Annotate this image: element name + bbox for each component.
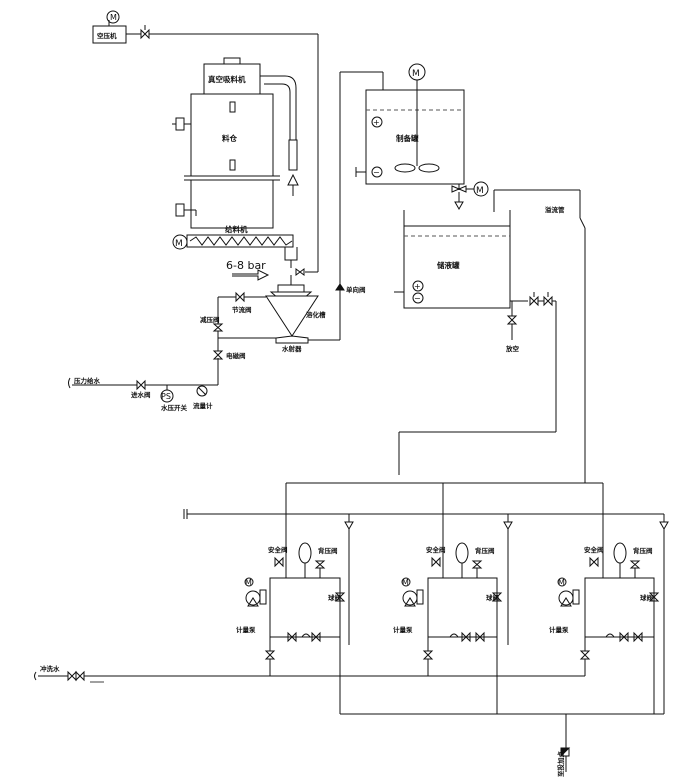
high-level-icon: + [373,118,380,127]
pump-2-strainer-valve-icon [475,631,485,643]
level-switch-icon [175,203,197,217]
pump-2-suction-valve-icon [422,650,434,660]
mixing-tank-label: 溶化槽 [306,310,326,319]
overflow-pipe-label: 溢流管 [545,205,565,214]
ball-valve-label: 球阀 [640,593,654,602]
inlet-valve-icon [136,379,146,391]
storage-tank-label: 储液罐 [437,260,460,270]
pump-3-flush-valve-icon [619,631,629,643]
air-flow-arrow-icon [232,269,270,281]
mixing-tank: 溶化槽 水射器 [265,275,326,353]
prep-tank-label: 制备罐 [396,133,419,143]
solenoid-valve-icon [212,350,224,360]
inlet-valve-label: 进水阀 [131,390,151,399]
storage-tank: 储液罐 + − [394,210,511,309]
silo-label: 料仓 [222,133,237,143]
safety-valve-icon [431,556,441,568]
pump-1-flush-valve-icon [287,631,297,643]
transfer-valve-icon [451,185,467,193]
back-pressure-valve-icon [629,560,641,569]
storage-low-level-icon: − [414,294,421,303]
pump-1-strainer-valve-icon [311,631,321,643]
ejector-outlet-line: 单向阀 [308,71,384,341]
regulating-valve-icon [235,291,245,303]
metering-pump-label: 计量泵 [549,625,569,634]
outlet-valve-icon [529,295,539,307]
ball-valve-label: 球阀 [486,593,500,602]
storage-outlet: 放空 [505,292,557,432]
air-compressor: 空压机 M [92,10,127,44]
back-pressure-valve-icon [314,560,326,569]
air-compressor-label: 空压机 [97,31,117,40]
ball-valve-1-icon [334,592,346,602]
pump-3-suction-valve-icon [579,650,591,660]
air-inlet-valve-icon [295,268,305,276]
solenoid-valve-label: 电磁阀 [226,351,246,360]
discharge-header: 至投加点 [340,713,664,778]
screw-feeder-motor-icon: M [175,239,183,249]
dilution-water-label: 冲洗水 [40,664,60,673]
ball-valve-label: 球阀 [328,593,342,602]
back-pressure-valve-label: 背压阀 [318,546,338,555]
supply-header [285,431,604,565]
back-pressure-valve-icon [471,560,483,569]
dilution-water-line: 冲洗水 [34,664,585,683]
pump-2-flush-valve-icon [461,631,471,643]
water-ejector-label: 水射器 [282,344,302,353]
storage-high-level-icon: + [414,282,421,291]
pressure-water-line: 压力给水 进水阀 PS 水压开关 流量计 电磁阀 减压阀 节流阀 [68,291,276,412]
screw-conveyor-icon [189,236,293,246]
air-valve-icon [140,28,150,40]
back-pressure-valve-label: 背压阀 [475,546,495,555]
regulating-valve-label: 节流阀 [232,305,252,314]
prep-tank: M 制备罐 + − [355,63,465,185]
pump-2-motor-icon: M [402,578,409,587]
pump-unit-2: 安全阀 背压阀 球阀 M 计量泵 [393,542,503,714]
flow-meter-label: 流量计 [193,401,213,410]
metering-pump-label: 计量泵 [236,625,256,634]
pressure-switch-icon: PS [161,392,171,401]
dosing-point-label: 至投加点 [556,751,565,778]
metering-pump-label: 计量泵 [393,625,413,634]
pump-1-motor-icon: M [245,578,252,587]
check-valve-label: 单向阀 [346,285,366,294]
pump-unit-3: 安全阀 背压阀 球阀 M 计量泵 [549,542,660,714]
low-level-icon: − [373,168,380,177]
feeder-assembly: 真空吸料机 料仓 给料机 M [172,57,299,268]
drain-label: 放空 [505,344,520,353]
pump-unit-1: 安全阀 背压阀 球阀 M 计量泵 [236,542,346,714]
safety-valve-label: 安全阀 [268,545,288,554]
pressure-label: 6-8 bar [226,259,266,272]
vacuum-feeder-label: 真空吸料机 [208,74,246,84]
pressure-reducing-valve-icon [212,323,224,332]
safety-valve-label: 安全阀 [426,545,446,554]
pressure-water-label: 压力给水 [74,376,101,385]
safety-valve-label: 安全阀 [584,545,604,554]
pressure-reducing-valve-label: 减压阀 [200,315,220,324]
transfer-line: M [451,181,489,211]
air-line [126,25,319,276]
agitator-motor-icon: M [412,69,420,79]
back-pressure-valve-label: 背压阀 [633,546,653,555]
ball-valve-2-icon [491,592,503,602]
overflow-line: 溢流管 [493,189,586,482]
air-compressor-motor-icon: M [110,13,117,22]
pump-3-motor-icon: M [558,578,565,587]
pressure-switch-label: 水压开关 [161,403,188,412]
outlet-valve-2-icon [543,295,553,307]
screw-feeder-label: 给料机 [225,224,248,234]
transfer-motor-icon: M [476,186,484,196]
drain-valve-icon [506,315,518,325]
pump-1-suction-valve-icon [264,650,276,660]
dilution-valve-icon [67,670,77,682]
vibrator-icon [172,117,191,131]
ball-valve-3-icon [648,592,660,602]
pump-3-strainer-valve-icon [633,631,643,643]
safety-valve-icon [274,556,284,568]
safety-valve-icon [589,556,599,568]
return-header [183,509,669,714]
